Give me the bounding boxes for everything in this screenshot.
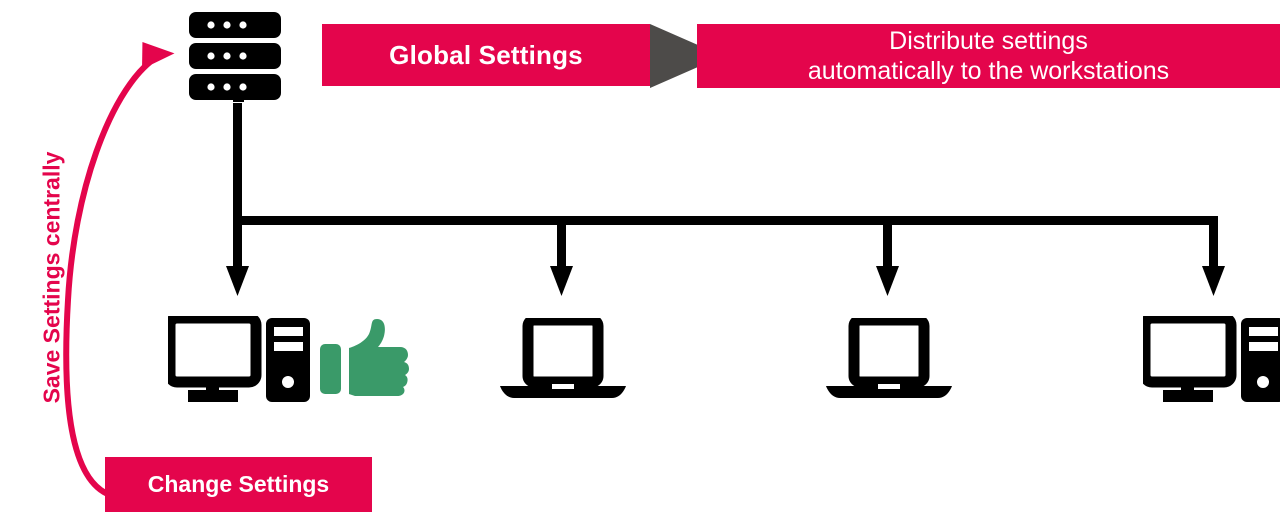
server-icon <box>189 10 289 102</box>
global-settings-label: Global Settings <box>389 39 583 70</box>
distribute-settings-line1: Distribute settings <box>889 26 1088 55</box>
distribute-settings-line2: automatically to the workstations <box>807 57 1170 85</box>
change-settings-label: Change Settings <box>147 471 330 497</box>
laptop-icon <box>824 318 954 402</box>
global-settings-banner: Global Settings <box>322 24 650 86</box>
laptop-icon <box>498 318 628 402</box>
save-settings-centrally-label: Save Settings centrally <box>38 151 65 404</box>
desktop-icon <box>1143 316 1280 404</box>
change-settings-badge: Change Settings <box>105 457 372 512</box>
thumbs-up-icon <box>320 318 410 398</box>
distribute-settings-banner: Distribute settings automatically to the… <box>697 24 1280 88</box>
desktop-icon <box>168 316 312 404</box>
